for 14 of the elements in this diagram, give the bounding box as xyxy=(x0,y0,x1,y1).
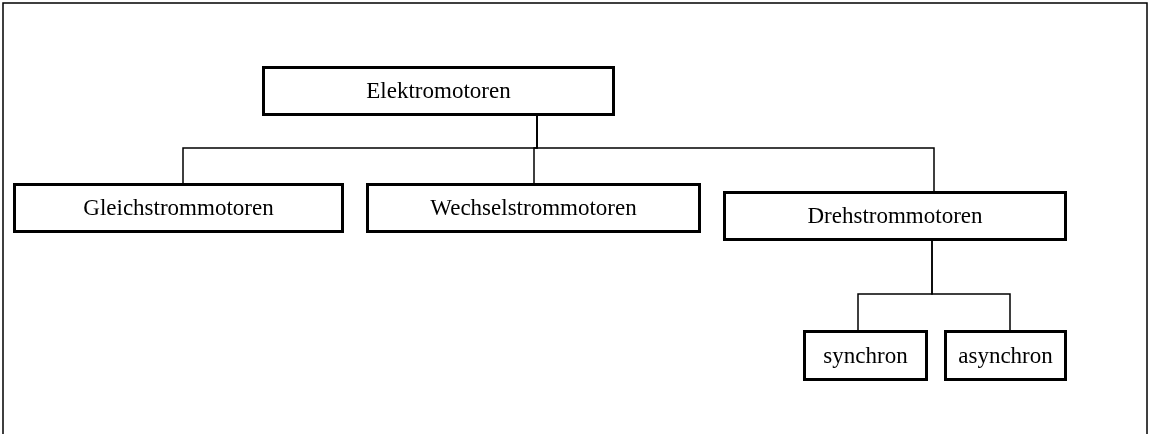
node-label: synchron xyxy=(823,342,908,369)
node-box xyxy=(262,66,615,116)
node-box xyxy=(13,183,344,233)
node-label: Elektromotoren xyxy=(366,78,511,104)
node-label: Gleichstrommotoren xyxy=(83,195,274,221)
node-box xyxy=(803,330,928,381)
node-label: Wechselstrommotoren xyxy=(430,195,637,221)
node-box xyxy=(944,330,1067,381)
connector-line xyxy=(536,115,935,192)
node-label: Drehstrommotoren xyxy=(807,203,983,229)
node-box xyxy=(723,191,1067,241)
connector-line xyxy=(931,240,1011,331)
node-label: asynchron xyxy=(958,342,1053,369)
node-box xyxy=(366,183,701,233)
